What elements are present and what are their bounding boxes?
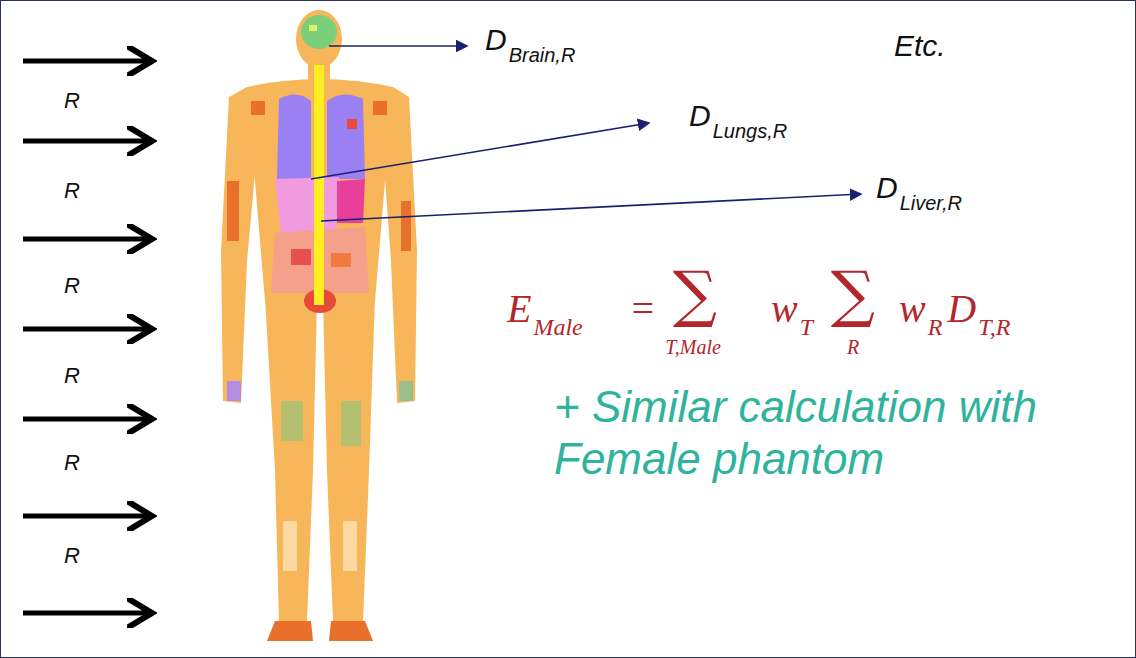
note-text: Etc. [894, 31, 946, 61]
beam-arrow [23, 59, 147, 64]
phantom-tissue-patches [343, 521, 357, 571]
phantom-skin [383, 87, 417, 403]
sum-index: T,Male [665, 337, 721, 357]
radiation-label: R [64, 275, 80, 297]
phantom-tissue-patches [399, 381, 413, 401]
phantom-skin [265, 297, 317, 623]
phantom-tissue-patches [401, 201, 411, 251]
phantom-organs [309, 25, 317, 31]
dose-symbol: D [689, 101, 711, 131]
leader-line [311, 46, 861, 221]
leader-line [321, 194, 861, 221]
formula-symbol: w [899, 289, 926, 329]
beam-arrow [23, 61, 147, 613]
phantom-organs [277, 94, 311, 179]
formula-subscript: R [928, 315, 943, 339]
phantom-skin [221, 10, 417, 641]
phantom-organs [291, 249, 311, 265]
phantom-organs [275, 177, 339, 233]
phantom-tissue-patches [281, 401, 303, 441]
sum-sign: ∑ [673, 263, 717, 325]
dose-subscript: Brain,R [509, 45, 576, 65]
phantom-organs [347, 119, 357, 129]
phantom-tissue-patches [227, 181, 239, 241]
phantom-organs [314, 65, 324, 305]
phantom-skin [329, 621, 373, 641]
formula-symbol: E [507, 289, 531, 329]
phantom-skin [267, 621, 313, 641]
formula-subscript: T [800, 315, 813, 339]
phantom-skin [296, 10, 342, 68]
formula-subscript: Male [533, 315, 582, 339]
radiation-label: R [64, 180, 80, 202]
phantom-skin [221, 87, 257, 403]
dose-subscript: Liver,R [900, 193, 962, 213]
beam-arrow [23, 327, 147, 332]
phantom-tissue-patches [341, 401, 361, 446]
radiation-label: R [64, 365, 80, 387]
formula-subscript: T,R [978, 315, 1010, 339]
formula-symbol: w [771, 289, 798, 329]
formula-symbol: D [947, 289, 976, 329]
phantom-tissue-patches [283, 521, 297, 571]
sum-index: R [847, 337, 859, 357]
phantom-organs [337, 179, 365, 223]
radiation-label: R [64, 452, 80, 474]
phantom-tissue-patches [373, 101, 387, 115]
radiation-label: R [64, 90, 80, 112]
phantom-tissue-patches [251, 101, 265, 115]
beam-arrow [23, 237, 147, 242]
phantom-organs [327, 94, 365, 179]
sum-sign: ∑ [831, 263, 875, 325]
phantom-organs [331, 253, 351, 267]
beam-arrow [23, 611, 147, 616]
note-text: + Similar calculation with Female phanto… [554, 381, 1102, 485]
phantom-skin [323, 297, 375, 623]
dose-symbol: D [485, 25, 507, 55]
beam-arrow [23, 139, 147, 144]
beam-arrow [23, 417, 147, 422]
dose-subscript: Lungs,R [713, 121, 788, 141]
formula-symbol: = [629, 289, 656, 329]
leader-line [311, 123, 649, 179]
phantom-organs [301, 15, 337, 49]
leader-line [329, 45, 467, 47]
phantom-organs [271, 15, 369, 313]
phantom-tissue-patches [227, 381, 241, 401]
dose-symbol: D [876, 173, 898, 203]
radiation-label: R [64, 545, 80, 567]
beam-arrow [23, 514, 147, 519]
